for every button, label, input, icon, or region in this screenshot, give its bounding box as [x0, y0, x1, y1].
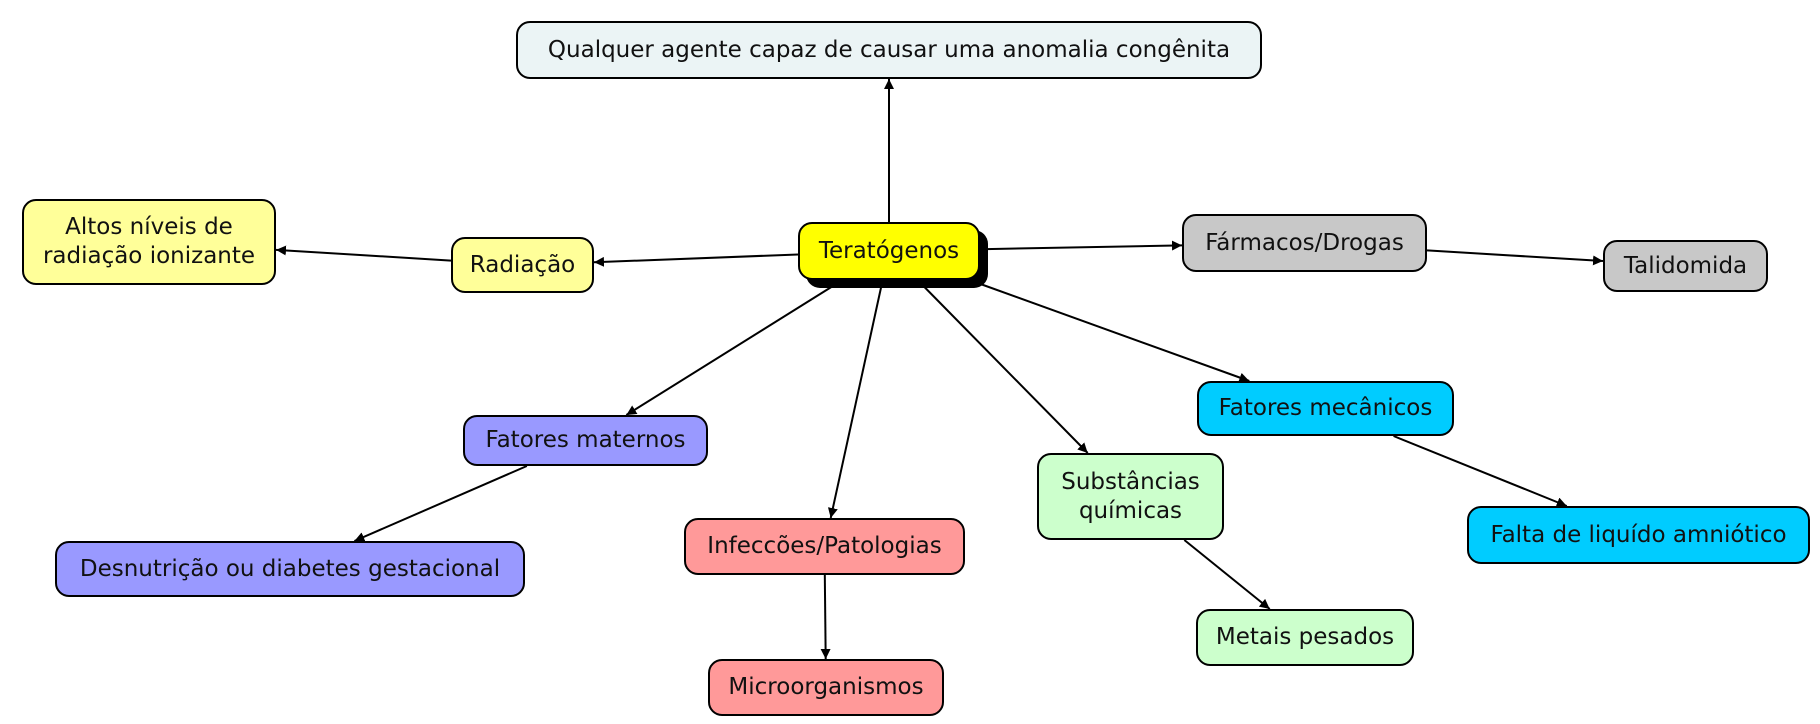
node-metais[interactable]: Metais pesados — [1196, 609, 1414, 666]
node-label: Radiação — [469, 251, 576, 278]
edge-radiacao-to-altos-niveis — [275, 245, 452, 262]
edge-root-to-fatores-mecanicos — [969, 279, 1250, 383]
edge-root-to-fatores-maternos — [625, 279, 844, 416]
node-radiacao[interactable]: Radiação — [451, 237, 594, 293]
node-label: Fatores maternos — [485, 427, 686, 454]
edge-root-to-radiacao — [593, 253, 799, 267]
node-talidomida[interactable]: Talidomida — [1603, 240, 1768, 292]
node-desnutricao[interactable]: Desnutrição ou diabetes gestacional — [55, 541, 525, 597]
edge-fatores-maternos-to-desnutricao — [353, 465, 528, 542]
node-farmacos[interactable]: Fármacos/Drogas — [1182, 214, 1427, 272]
node-falta-liquido[interactable]: Falta de liquído amniótico — [1467, 506, 1810, 564]
edge-root-to-farmacos — [979, 240, 1183, 251]
edge-farmacos-to-talidomida — [1426, 249, 1604, 266]
node-label: Microorganismos — [728, 674, 924, 701]
edge-fatores-mecanicos-to-falta-liquido — [1393, 435, 1568, 507]
node-label: Substâncias químicas — [1061, 468, 1200, 524]
node-label: Fatores mecânicos — [1218, 395, 1433, 422]
edge-infeccoes-to-microorganismos — [820, 574, 831, 660]
node-fatores-mecanicos[interactable]: Fatores mecânicos — [1197, 381, 1454, 436]
edge-substancias-to-metais — [1183, 539, 1271, 610]
node-label: Fármacos/Drogas — [1205, 229, 1404, 256]
edge-root-to-infeccoes — [827, 279, 884, 519]
node-label: Qualquer agente capaz de causar uma anom… — [547, 36, 1231, 63]
node-microorganismos[interactable]: Microorganismos — [708, 659, 944, 716]
node-infeccoes[interactable]: Infeccões/Patologias — [684, 518, 965, 575]
node-teratogenos[interactable]: Teratógenos — [798, 222, 980, 280]
node-label: Talidomida — [1623, 252, 1748, 279]
node-label: Infeccões/Patologias — [707, 533, 942, 560]
node-label: Altos níveis de radiação ionizante — [42, 214, 256, 269]
node-label: Falta de liquído amniótico — [1490, 521, 1787, 548]
node-label: Metais pesados — [1215, 624, 1395, 651]
node-fatores-maternos[interactable]: Fatores maternos — [463, 415, 708, 466]
edge-root-to-substancias — [916, 279, 1089, 454]
node-label: Desnutrição ou diabetes gestacional — [79, 555, 501, 582]
node-substancias[interactable]: Substâncias químicas — [1037, 453, 1224, 540]
node-altos-niveis[interactable]: Altos níveis de radiação ionizante — [22, 199, 276, 285]
node-label: Teratógenos — [818, 237, 960, 264]
node-definition[interactable]: Qualquer agente capaz de causar uma anom… — [516, 21, 1262, 79]
